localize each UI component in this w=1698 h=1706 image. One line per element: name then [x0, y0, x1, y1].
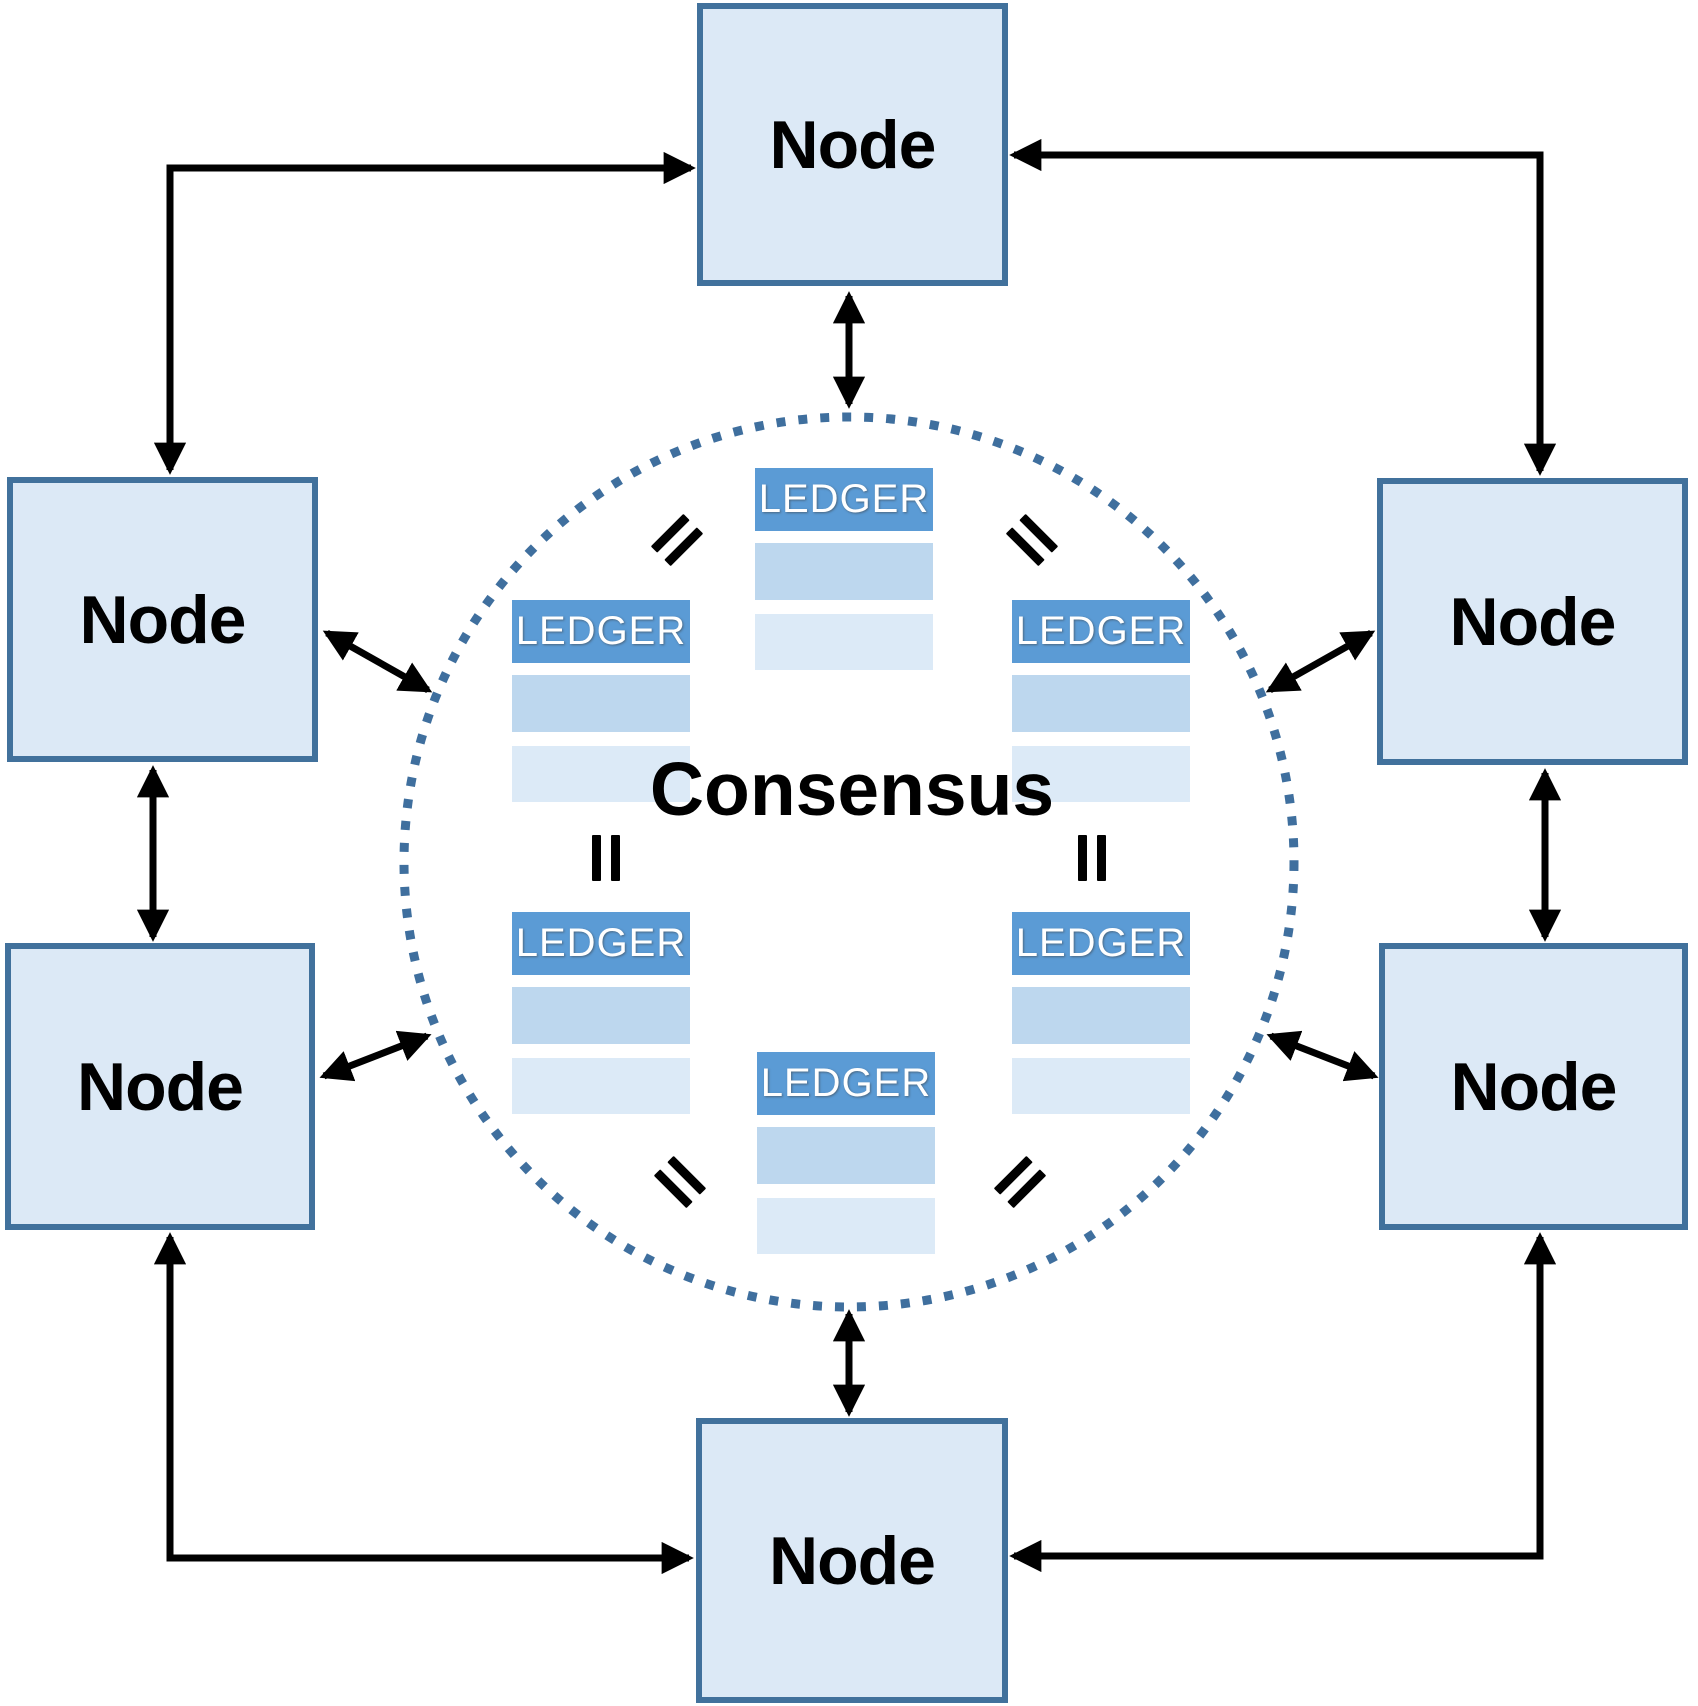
- node-box-left-lower: Node: [5, 943, 315, 1230]
- arrow-left-upper-node-to-consensus: [322, 629, 433, 694]
- ledger-row: [757, 1127, 935, 1184]
- arrow-elbow-bottom-node-to-right-lower-node: [1009, 1232, 1557, 1573]
- node-label: Node: [769, 1522, 936, 1599]
- node-label: Node: [769, 106, 937, 183]
- ledger-block-lower-right: LEDGER: [1012, 912, 1190, 1114]
- node-box-right-upper: Node: [1377, 478, 1688, 765]
- ledger-row: [512, 675, 690, 732]
- consensus-circle-dotted-border: [399, 412, 1299, 1312]
- ledger-block-upper-left: LEDGER: [512, 600, 690, 802]
- equals-icon-middle-right: [1078, 835, 1106, 881]
- node-label: Node: [79, 581, 247, 658]
- node-box-top: Node: [697, 3, 1008, 286]
- equals-bar: [1078, 835, 1087, 881]
- arrow-elbow-top-node-to-right-upper-node: [1009, 138, 1557, 476]
- node-box-bottom: Node: [696, 1418, 1008, 1703]
- ledger-header: LEDGER: [755, 468, 933, 531]
- equals-bar: [592, 835, 601, 881]
- ledger-header: LEDGER: [512, 912, 690, 975]
- arrow-elbow-left-upper-node-to-top-node: [153, 151, 696, 475]
- ledger-row: [757, 1198, 935, 1254]
- ledger-row: [755, 543, 933, 600]
- consensus-label: Consensus: [649, 747, 1055, 831]
- equals-bar: [611, 835, 620, 881]
- equals-icon-middle-left: [592, 835, 620, 881]
- ledger-block-upper-right: LEDGER: [1012, 600, 1190, 802]
- node-box-right-lower: Node: [1379, 943, 1688, 1230]
- ledger-row: [1012, 675, 1190, 732]
- arrow-right-upper-node-to-consensus: [1265, 629, 1376, 694]
- arrow-right-lower-node-to-consensus: [1266, 1030, 1379, 1082]
- ledger-row: [1012, 987, 1190, 1044]
- ledger-block-bottom-center: LEDGER: [757, 1052, 935, 1254]
- node-label: Node: [1450, 1048, 1618, 1125]
- ledger-row: [512, 987, 690, 1044]
- ledger-row: [512, 1058, 690, 1114]
- ledger-header: LEDGER: [1012, 912, 1190, 975]
- ledger-row: [755, 614, 933, 670]
- equals-bar: [1097, 835, 1106, 881]
- arrow-elbow-left-lower-node-to-bottom-node: [153, 1232, 694, 1575]
- node-label: Node: [77, 1048, 244, 1125]
- ledger-block-top-center: LEDGER: [755, 468, 933, 670]
- ledger-header: LEDGER: [1012, 600, 1190, 663]
- ledger-row: [512, 746, 690, 802]
- ledger-row: [1012, 1058, 1190, 1114]
- ledger-row: [1012, 746, 1190, 802]
- ledger-header: LEDGER: [757, 1052, 935, 1115]
- node-label: Node: [1449, 583, 1617, 660]
- node-box-left-upper: Node: [7, 477, 318, 762]
- arrow-left-lower-node-to-consensus: [319, 1030, 432, 1082]
- ledger-block-lower-left: LEDGER: [512, 912, 690, 1114]
- ledger-header: LEDGER: [512, 600, 690, 663]
